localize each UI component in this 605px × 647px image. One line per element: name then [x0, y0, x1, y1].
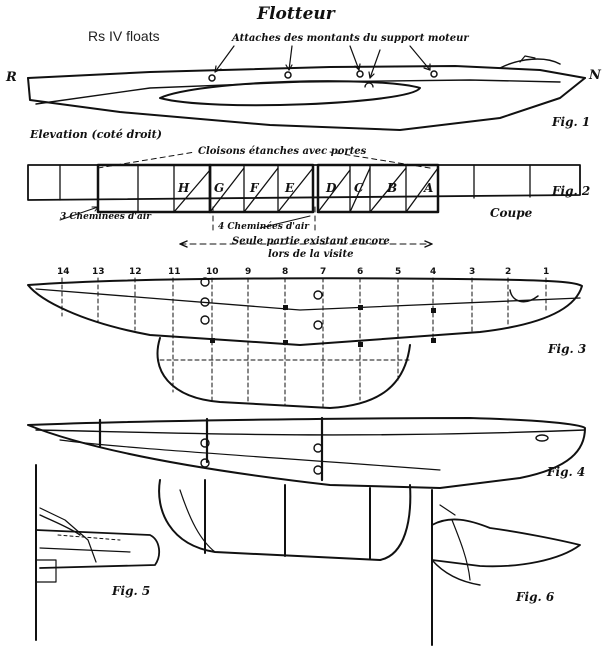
station-5: 5 [395, 267, 401, 277]
fig3-plan [27, 277, 583, 409]
fig4-label: Fig. 4 [547, 465, 586, 479]
compartment-c: C [354, 181, 364, 195]
compartment-h: H [177, 181, 190, 195]
fig2-section [27, 151, 581, 248]
compartment-g: G [214, 181, 224, 195]
compartment-d: D [325, 181, 337, 195]
station-9: 9 [245, 267, 251, 277]
compartment-a: A [423, 181, 433, 195]
compartment-e: E [284, 181, 295, 195]
station-4: 4 [430, 267, 436, 277]
fig1-elevation [27, 45, 586, 131]
fig4-view [27, 416, 586, 561]
fig2-remaining-line2: lors de la visite [268, 249, 354, 260]
image-caption: Rs IV floats [88, 28, 160, 44]
fig1-callout: Attaches des montants du support moteur [232, 33, 469, 44]
fig5-label: Fig. 5 [112, 584, 151, 598]
compartment-f: F [249, 181, 260, 195]
fig3-label: Fig. 3 [548, 342, 587, 356]
fig2-remaining-line1: Seule partie existant encore [232, 236, 390, 247]
station-11: 11 [168, 267, 181, 277]
drawing-title: Flotteur [257, 4, 335, 24]
fig1-elevation-label: Elevation (coté droit) [30, 128, 162, 141]
station-3: 3 [469, 267, 475, 277]
station-14: 14 [57, 267, 70, 277]
station-13: 13 [92, 267, 105, 277]
fig6-label: Fig. 6 [516, 590, 555, 604]
fig2-label: Fig. 2 [552, 184, 591, 198]
compartment-b: B [386, 181, 397, 195]
station-12: 12 [129, 267, 142, 277]
station-6: 6 [357, 267, 363, 277]
station-7: 7 [320, 267, 326, 277]
fig2-three-chimneys: 3 Cheminées d'air [60, 212, 152, 222]
station-8: 8 [282, 267, 288, 277]
fig1-front-letter: N [589, 68, 601, 83]
fig6-detail [431, 489, 581, 646]
station-10: 10 [206, 267, 219, 277]
fig1-rear-letter: R [6, 70, 17, 85]
fig2-four-chimneys: 4 Cheminées d'air [218, 222, 310, 232]
station-2: 2 [505, 267, 511, 277]
station-1: 1 [543, 267, 549, 277]
fig2-bulkheads-label: Cloisons étanches avec portes [198, 146, 367, 157]
fig2-coupe-label: Coupe [490, 206, 533, 220]
fig5-detail [35, 464, 161, 641]
fig1-label: Fig. 1 [552, 115, 591, 129]
